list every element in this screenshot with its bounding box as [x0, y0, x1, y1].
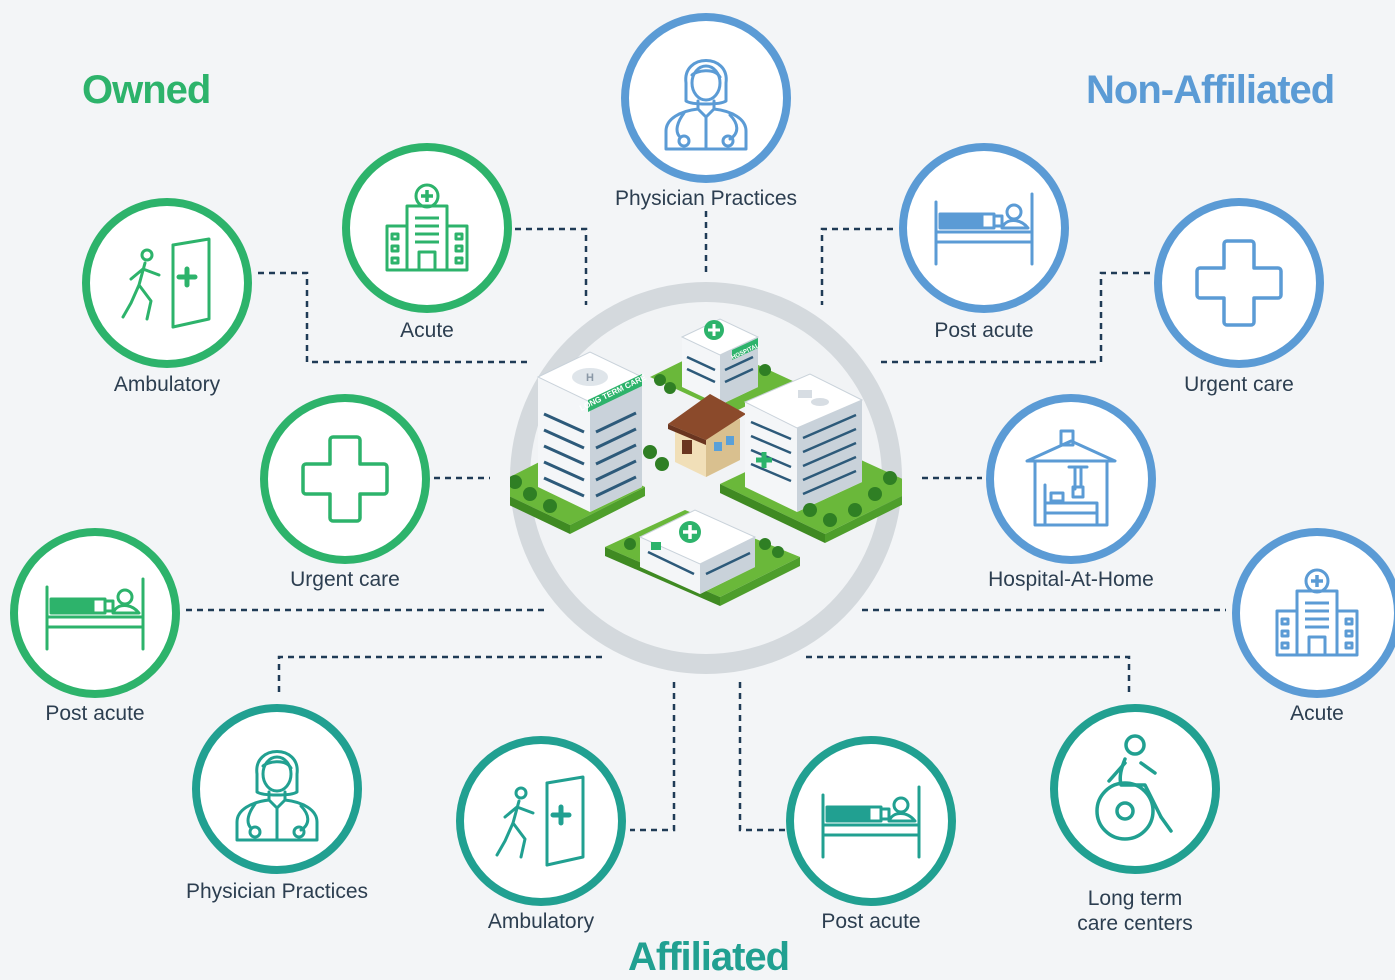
aff-ambulatory-node[interactable]: Ambulatory	[456, 736, 626, 936]
nonaff-post-acute-label: Post acute	[934, 319, 1034, 342]
owned-acute-label: Acute	[400, 319, 454, 342]
hospital-bed-icon	[819, 781, 923, 861]
wheelchair-icon	[1085, 733, 1185, 845]
owned-ambulatory-node[interactable]: Ambulatory	[82, 198, 252, 398]
affiliated-title: Affiliated	[628, 935, 790, 979]
physician-icon	[227, 734, 327, 844]
nonaff-post-acute-node[interactable]: Post acute	[899, 143, 1069, 343]
aff-post-acute-node[interactable]: Post acute	[786, 736, 956, 936]
non-affiliated-title: Non-Affiliated	[1086, 68, 1335, 112]
aff-long-term-care-label: Long term care centers	[1030, 886, 1240, 936]
medical-cross-icon	[295, 429, 395, 529]
owned-acute-node[interactable]: Acute	[342, 143, 512, 343]
hospital-bed-icon	[932, 188, 1036, 268]
owned-post-acute-node[interactable]: Post acute	[10, 528, 180, 728]
door-walk-icon	[117, 233, 217, 333]
hospital-building-icon	[1267, 563, 1367, 663]
aff-long-term-care-label-line1: Long term	[1087, 887, 1183, 910]
nonaff-acute-label: Acute	[1290, 702, 1344, 725]
medical-cross-icon	[1189, 233, 1289, 333]
connector-owned-acute	[515, 227, 588, 305]
top-physician-practices-node[interactable]: Physician Practices	[615, 13, 797, 213]
aff-ambulatory-label: Ambulatory	[487, 910, 595, 933]
nonaff-hospital-at-home-label: Hospital-At-Home	[988, 568, 1154, 591]
owned-urgent-care-label: Urgent care	[290, 568, 400, 591]
house-bed-icon	[1023, 429, 1119, 529]
aff-physician-practices-node[interactable]: Physician Practices	[186, 704, 368, 904]
door-walk-icon	[491, 771, 591, 871]
central-campus: LONG TERM CARE H HOSPITAL	[490, 282, 920, 674]
aff-post-acute-label: Post acute	[821, 910, 921, 933]
hospital-bed-icon	[43, 573, 147, 653]
nonaff-urgent-care-node[interactable]: Urgent care	[1154, 198, 1324, 398]
owned-urgent-care-node[interactable]: Urgent care	[260, 394, 430, 594]
connector-aff-physician	[277, 655, 602, 695]
aff-long-term-care-label-line2: care centers	[1077, 912, 1193, 935]
hospital-building-icon	[377, 178, 477, 278]
nonaff-hospital-at-home-node[interactable]: Hospital-At-Home	[986, 394, 1156, 594]
svg-text:H: H	[586, 372, 594, 384]
top-physician-practices-label: Physician Practices	[614, 187, 798, 210]
physician-icon	[656, 43, 756, 153]
aff-physician-practices-label: Physician Practices	[185, 880, 369, 903]
aff-long-term-care-node[interactable]: Long term care centers	[1050, 704, 1220, 940]
connector-aff-post-acute	[738, 682, 786, 832]
connector-aff-long-term	[806, 655, 1131, 695]
connector-nonaff-post-acute	[820, 227, 893, 305]
connector-aff-ambulatory	[630, 682, 676, 832]
connector-owned-ambulatory	[258, 271, 530, 364]
connector-nonaff-urgent-care	[878, 271, 1150, 364]
owned-ambulatory-label: Ambulatory	[113, 373, 221, 396]
owned-post-acute-label: Post acute	[45, 702, 145, 725]
nonaff-acute-node[interactable]: Acute	[1232, 528, 1395, 728]
owned-title: Owned	[82, 68, 211, 112]
healthcare-campus-illustration: LONG TERM CARE H HOSPITAL	[490, 282, 920, 674]
nonaff-urgent-care-label: Urgent care	[1184, 373, 1294, 396]
